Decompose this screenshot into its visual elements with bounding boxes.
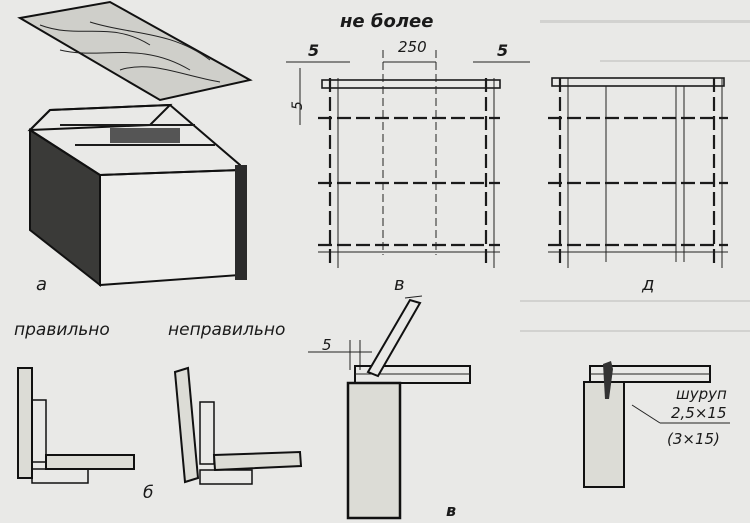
grid-drawing-d: д [548, 77, 728, 295]
label-incorrect: неправильно [168, 320, 285, 340]
box-front [99, 168, 241, 287]
box-edge [235, 165, 247, 280]
label-fig-b: б [143, 483, 153, 503]
bleed-through-text [520, 20, 750, 332]
knife-icon [366, 298, 422, 378]
box-drawing-a: а [17, 0, 253, 295]
label-correct: правильно [14, 320, 110, 340]
label-margin-joint: 5 [322, 336, 332, 354]
lid-plywood [17, 0, 253, 102]
label-fig-v: в [394, 274, 405, 295]
label-margin-left: 5 [308, 41, 319, 60]
label-screw: шуруп [676, 385, 727, 403]
label-screw-size-alt: (3×15) [667, 430, 720, 448]
label-not-more: не более [340, 11, 433, 32]
screw-icon [603, 361, 613, 399]
screw-joint-drawing: шуруп 2,5×15 (3×15) [583, 361, 730, 488]
label-margin-right: 5 [497, 41, 508, 60]
label-spacing-250: 250 [398, 38, 427, 56]
joint-cut-drawing: 5 в [308, 295, 471, 520]
label-margin-top: 5 [290, 101, 306, 110]
grid-drawing-v: не более 250 5 5 5 в [286, 11, 530, 295]
label-fig-d: д [641, 274, 654, 295]
label-fig-a: а [36, 274, 47, 295]
label-screw-size: 2,5×15 [671, 404, 727, 422]
joints-drawing-b: правильно неправильно б [14, 320, 303, 503]
label-fig-g: в [446, 501, 456, 520]
